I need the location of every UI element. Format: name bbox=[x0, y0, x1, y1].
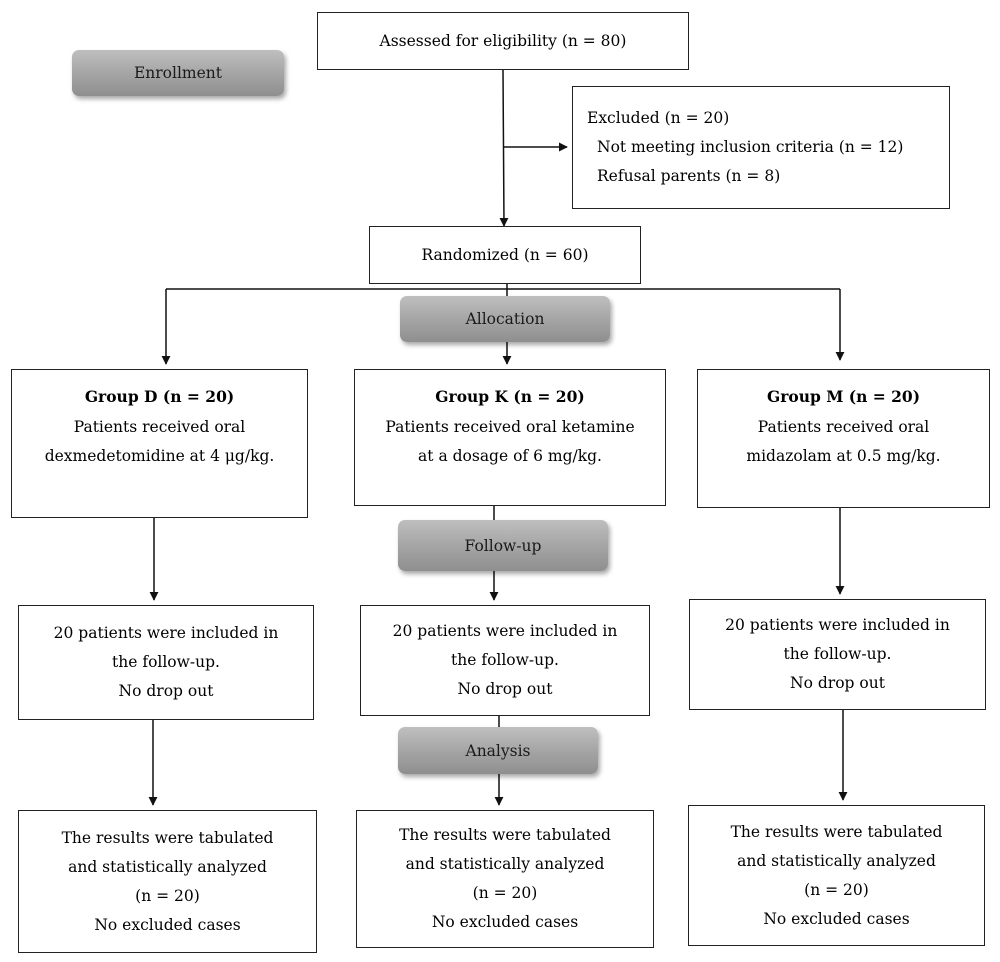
group-k-followup-line-3: No drop out bbox=[457, 680, 553, 698]
group-k-line-2: at a dosage of 6 mg/kg. bbox=[418, 447, 602, 465]
group-k-title: Group K (n = 20) bbox=[435, 387, 585, 406]
group-m-analysis-line-4: No excluded cases bbox=[763, 909, 910, 928]
group-d-followup-box: 20 patients were included in the follow-… bbox=[18, 605, 314, 720]
group-d-followup-line-3: No drop out bbox=[118, 682, 214, 700]
group-d-analysis-line-1: The results were tabulated bbox=[61, 828, 274, 847]
randomized-text: Randomized (n = 60) bbox=[421, 245, 589, 264]
group-m-analysis-line-3: (n = 20) bbox=[804, 880, 869, 899]
stage-analysis: Analysis bbox=[398, 727, 598, 774]
randomized-box: Randomized (n = 60) bbox=[369, 226, 641, 284]
connector-assessed-randomized bbox=[499, 69, 509, 227]
group-k-analysis-box: The results were tabulated and statistic… bbox=[356, 810, 654, 948]
group-m-title: Group M (n = 20) bbox=[766, 387, 921, 406]
group-k-analysis-line-1: The results were tabulated bbox=[399, 826, 611, 844]
stage-allocation-label: Allocation bbox=[465, 310, 545, 328]
assessed-text: Assessed for eligibility (n = 80) bbox=[379, 31, 627, 50]
group-m-line-1: Patients received oral bbox=[757, 418, 930, 436]
group-m-followup-line-3: No drop out bbox=[790, 674, 885, 692]
group-d-line-2: dexmedetomidine at 4 μg/kg. bbox=[44, 447, 275, 465]
group-m-followup-line-1: 20 patients were included in bbox=[725, 616, 950, 634]
group-k-followup-box: 20 patients were included in the follow-… bbox=[360, 605, 650, 716]
excluded-reason-refusal: Refusal parents (n = 8) bbox=[597, 167, 781, 185]
group-d-followup-line-2: the follow-up. bbox=[112, 653, 220, 671]
assessed-box: Assessed for eligibility (n = 80) bbox=[317, 12, 689, 70]
group-k-box: Group K (n = 20) Patients received oral … bbox=[354, 369, 666, 506]
group-m-followup-box: 20 patients were included in the follow-… bbox=[689, 599, 986, 710]
stage-follow-up: Follow-up bbox=[398, 520, 608, 571]
group-d-analysis-box: The results were tabulated and statistic… bbox=[18, 810, 317, 953]
group-k-followup-line-2: the follow-up. bbox=[451, 651, 559, 669]
stage-enrollment: Enrollment bbox=[72, 50, 284, 96]
group-d-analysis-line-3: (n = 20) bbox=[135, 886, 200, 905]
group-k-line-1: Patients received oral ketamine bbox=[385, 418, 635, 436]
group-k-followup-line-1: 20 patients were included in bbox=[392, 622, 618, 640]
group-d-analysis-line-4: No excluded cases bbox=[94, 915, 241, 934]
excluded-box: Excluded (n = 20) Not meeting inclusion … bbox=[572, 86, 950, 209]
group-k-analysis-line-3: (n = 20) bbox=[472, 884, 538, 902]
group-m-box: Group M (n = 20) Patients received oral … bbox=[697, 369, 990, 508]
stage-analysis-label: Analysis bbox=[465, 741, 531, 760]
stage-enrollment-label: Enrollment bbox=[133, 64, 223, 82]
group-d-title: Group D (n = 20) bbox=[84, 387, 235, 406]
group-m-analysis-line-2: and statistically analyzed bbox=[737, 851, 936, 870]
group-d-line-1: Patients received oral bbox=[73, 418, 246, 436]
group-m-followup-line-2: the follow-up. bbox=[783, 645, 892, 663]
group-d-followup-line-1: 20 patients were included in bbox=[53, 624, 279, 642]
stage-follow-up-label: Follow-up bbox=[464, 536, 542, 555]
group-k-analysis-line-4: No excluded cases bbox=[431, 913, 579, 931]
excluded-title: Excluded (n = 20) bbox=[587, 109, 730, 127]
group-d-analysis-line-2: and statistically analyzed bbox=[68, 857, 267, 876]
stage-allocation: Allocation bbox=[400, 296, 610, 342]
group-m-analysis-box: The results were tabulated and statistic… bbox=[688, 805, 985, 946]
group-d-box: Group D (n = 20) Patients received oral … bbox=[11, 369, 308, 518]
group-m-line-2: midazolam at 0.5 mg/kg. bbox=[746, 447, 941, 465]
excluded-reason-inclusion: Not meeting inclusion criteria (n = 12) bbox=[597, 138, 904, 156]
group-m-analysis-line-1: The results were tabulated bbox=[730, 822, 943, 841]
group-k-analysis-line-2: and statistically analyzed bbox=[405, 855, 605, 873]
